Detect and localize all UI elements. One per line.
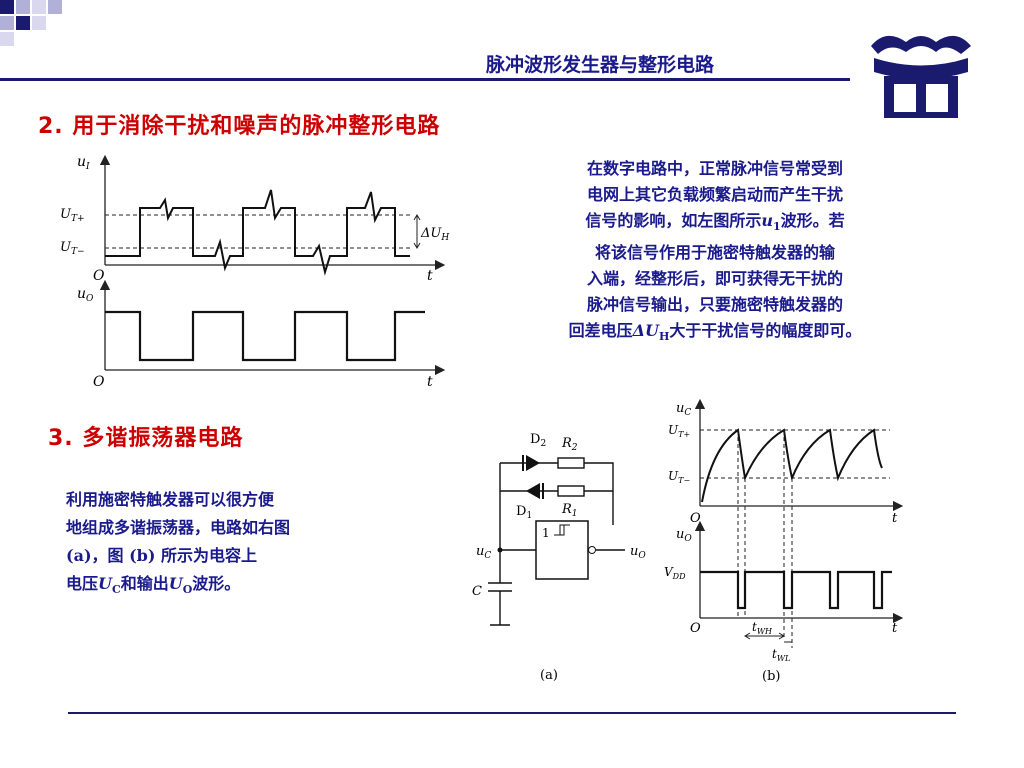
s3-line: 利用施密特触发器可以很方便 (66, 490, 275, 509)
svg-text:D2: D2 (530, 432, 546, 449)
section2-title: 2. 用于消除干扰和噪声的脉冲整形电路 (38, 114, 441, 139)
svg-text:t: t (427, 268, 433, 284)
svg-text:tWH: tWH (752, 620, 773, 636)
s3-line: 电压UC和输出UO波形。 (66, 574, 241, 597)
section2-paragraph: 在数字电路中，正常脉冲信号常受到 电网上其它负载频繁启动而产生干扰 信号的影响，… (480, 156, 950, 350)
svg-text:uO: uO (630, 544, 646, 561)
svg-text:R2: R2 (561, 436, 578, 453)
svg-text:(a): (a) (540, 668, 558, 683)
interference-waveform-figure: uI UT+ UT− ΔUH O t uO O t (55, 150, 455, 390)
svg-text:UT−: UT− (60, 240, 85, 257)
oscillator-circuit-svg: D2 R2 D1 R1 1 uC uO C (a) (472, 432, 646, 683)
svg-text:tWL: tWL (772, 647, 790, 663)
svg-text:t: t (892, 511, 898, 526)
s2-line: 在数字电路中，正常脉冲信号常受到 (586, 159, 843, 178)
corner-squares-icon (0, 0, 62, 46)
page-title: 脉冲波形发生器与整形电路 (485, 54, 714, 76)
svg-text:uI: uI (77, 154, 90, 172)
svg-text:D1: D1 (516, 504, 532, 521)
section3-paragraph: 利用施密特触发器可以很方便 地组成多谐振荡器，电路如右图 (a)，图 (b) 所… (66, 486, 446, 604)
svg-text:UT+: UT+ (60, 207, 85, 224)
svg-text:(b): (b) (762, 669, 780, 684)
section3-title: 3. 多谐振荡器电路 (48, 426, 244, 451)
s2-line: 电网上其它负载频繁启动而产生干扰 (586, 185, 843, 204)
svg-text:uO: uO (676, 527, 692, 544)
s3-line: 地组成多谐振荡器，电路如右图 (66, 518, 291, 537)
oscillator-waveform-svg: uC UT+ UT− O t uO VDD O t tWH tWL (b) (664, 398, 904, 684)
header-rule (0, 78, 850, 81)
oscillator-waveform-figure: uC UT+ UT− O t uO VDD O t tWH tWL (b) (660, 398, 910, 688)
s2-line: 信号的影响，如左图所示u1波形。若 (585, 211, 845, 234)
svg-text:O: O (690, 511, 701, 526)
s2-line: 入端，经整形后，即可获得无干扰的 (586, 269, 843, 289)
oscillator-circuit-figure: D2 R2 D1 R1 1 uC uO C (a) (470, 425, 670, 685)
svg-text:C: C (472, 584, 482, 599)
corner-decoration (0, 0, 80, 50)
svg-text:R1: R1 (561, 502, 578, 519)
svg-text:O: O (690, 621, 701, 636)
svg-text:t: t (427, 374, 433, 390)
dragon-book-emblem-icon (871, 35, 971, 118)
footer-rule (68, 712, 956, 714)
svg-text:UT−: UT− (668, 469, 690, 485)
s3-line: (a)，图 (b) 所示为电容上 (66, 546, 257, 565)
svg-text:uC: uC (476, 544, 491, 561)
svg-text:uC: uC (676, 401, 691, 418)
svg-text:O: O (93, 268, 105, 284)
svg-text:O: O (93, 374, 105, 390)
svg-text:t: t (892, 621, 898, 636)
s2-line: 脉冲信号输出，只要施密特触发器的 (586, 295, 843, 315)
svg-text:UT+: UT+ (668, 423, 690, 439)
svg-text:1: 1 (542, 526, 550, 540)
s2-line: 将该信号作用于施密特触发器的输 (594, 243, 835, 263)
logo (866, 28, 976, 123)
svg-text:ΔUH: ΔUH (420, 226, 449, 243)
svg-text:VDD: VDD (664, 565, 686, 581)
s2-line: 回差电压ΔUH大于干扰信号的幅度即可。 (568, 321, 862, 344)
interference-waveform-svg: uI UT+ UT− ΔUH O t uO O t (60, 154, 449, 390)
svg-text:uO: uO (77, 286, 94, 304)
